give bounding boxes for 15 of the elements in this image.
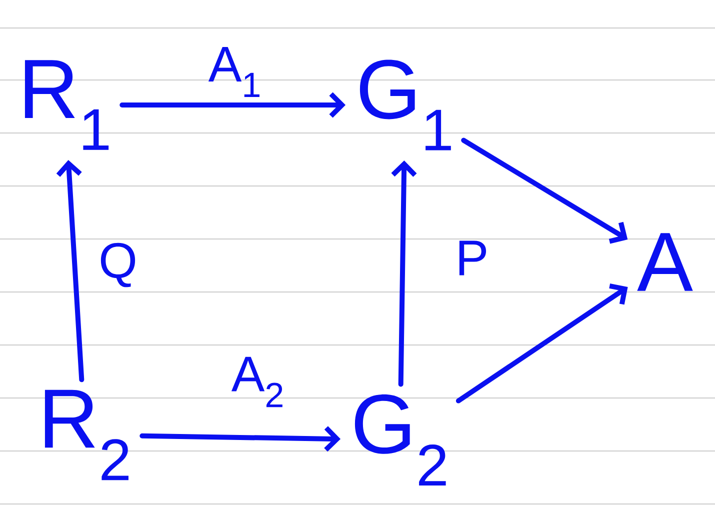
arrow — [456, 283, 628, 404]
edge-label: P — [459, 240, 486, 276]
math-symbol: A — [637, 233, 693, 291]
math-symbol: G$_{1}$ — [360, 60, 451, 150]
math-symbol: R$_{1}$ — [24, 60, 109, 150]
math-symbol: G$_{2}$ — [354, 394, 446, 486]
arrow — [120, 92, 346, 118]
arrow — [391, 160, 417, 387]
arrow — [140, 426, 341, 452]
arrow — [56, 160, 84, 382]
edge-label: A$_{1}$ — [208, 47, 260, 97]
math-symbol: R$_{2}$ — [44, 390, 128, 480]
edge-label: A$_{2}$ — [231, 356, 282, 408]
edge-label: Q — [100, 242, 136, 288]
arrow — [461, 138, 628, 244]
